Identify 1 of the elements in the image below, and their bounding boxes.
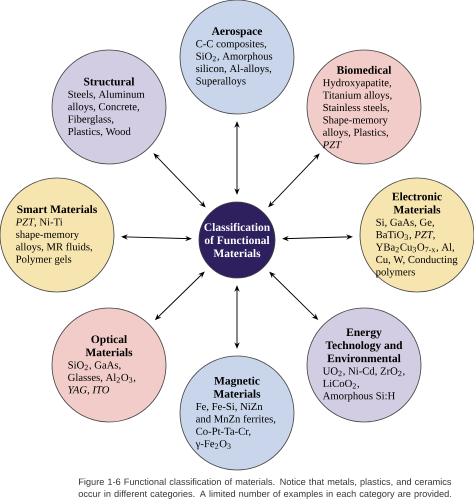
caption: Figure 1-6 Functional classification of materials. Notice that metals, plastics, and ceramics occur in different categories. A limited number of examples in each category are provided.	[78, 478, 452, 499]
